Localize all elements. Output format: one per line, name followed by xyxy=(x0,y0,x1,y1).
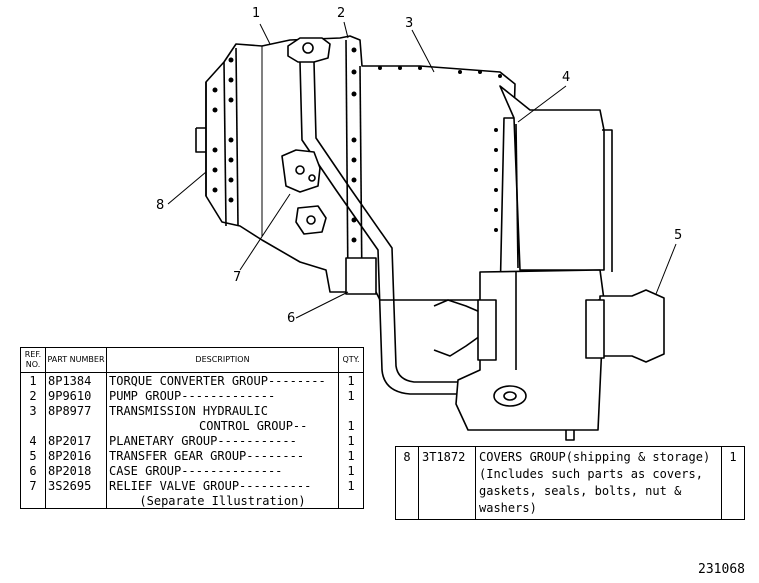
ref-cell xyxy=(20,493,46,509)
parts-table: REF. NO. PART NUMBER DESCRIPTION QTY. 1 … xyxy=(20,347,364,509)
relief-valve xyxy=(345,257,377,295)
description-cell: TRANSFER GEAR GROUP-------- xyxy=(106,448,339,463)
callout-5: 5 xyxy=(674,228,683,243)
ref-cell xyxy=(20,418,46,433)
qty-cell: 1 xyxy=(338,463,364,478)
planetary-housing xyxy=(499,85,613,272)
leader-lines xyxy=(167,21,677,319)
description-cell: TRANSMISSION HYDRAULIC xyxy=(106,403,339,418)
description-line: gaskets, seals, bolts, nut & washers) xyxy=(479,484,682,515)
header-description: DESCRIPTION xyxy=(106,347,339,373)
table-row: 7 3S2695 RELIEF VALVE GROUP---------- 1 xyxy=(20,478,364,493)
description-cell: PLANETARY GROUP----------- xyxy=(106,433,339,448)
ref-cell: 7 xyxy=(20,478,46,493)
housing-bolts xyxy=(212,47,502,263)
description-cell: RELIEF VALVE GROUP---------- xyxy=(106,478,339,493)
qty-cell xyxy=(338,403,364,418)
description-cell: (Separate Illustration) xyxy=(106,493,339,509)
qty-cell: 1 xyxy=(721,446,745,520)
part-number-cell: 8P2018 xyxy=(45,463,107,478)
description-cell: TORQUE CONVERTER GROUP-------- xyxy=(106,372,339,388)
header-ref: REF. NO. xyxy=(20,347,46,373)
description-cell: CASE GROUP-------------- xyxy=(106,463,339,478)
figure-number: 231068 xyxy=(698,562,745,577)
qty-cell: 1 xyxy=(338,372,364,388)
covers-table: 8 3T1872 COVERS GROUP(shipping & storage… xyxy=(395,446,745,520)
description-cell: COVERS GROUP(shipping & storage) (Includ… xyxy=(475,446,722,520)
description-cell: PUMP GROUP------------- xyxy=(106,388,339,403)
description-line: COVERS GROUP(shipping & storage) xyxy=(479,450,711,464)
ref-cell: 5 xyxy=(20,448,46,463)
qty-cell: 1 xyxy=(338,388,364,403)
parts-table-header: REF. NO. PART NUMBER DESCRIPTION QTY. xyxy=(20,347,364,373)
table-row: CONTROL GROUP-- 1 xyxy=(20,418,364,433)
ref-cell: 6 xyxy=(20,463,46,478)
ref-cell: 3 xyxy=(20,403,46,418)
table-row: 1 8P1384 TORQUE CONVERTER GROUP-------- … xyxy=(20,372,364,388)
description-cell: CONTROL GROUP-- xyxy=(106,418,339,433)
header-part-number: PART NUMBER xyxy=(45,347,107,373)
callout-2: 2 xyxy=(337,6,346,21)
callout-3: 3 xyxy=(405,16,414,31)
part-number-cell: 8P2017 xyxy=(45,433,107,448)
callout-1: 1 xyxy=(252,6,261,21)
part-number-cell xyxy=(45,418,107,433)
table-row: 2 9P9610 PUMP GROUP------------- 1 xyxy=(20,388,364,403)
qty-cell: 1 xyxy=(338,433,364,448)
table-row: (Separate Illustration) xyxy=(20,493,364,509)
output-yoke-right xyxy=(585,289,665,363)
qty-cell: 1 xyxy=(338,478,364,493)
table-row: 6 8P2018 CASE GROUP-------------- 1 xyxy=(20,463,364,478)
part-number-cell: 8P8977 xyxy=(45,403,107,418)
output-yoke-left xyxy=(433,299,497,361)
callout-4: 4 xyxy=(562,70,571,85)
table-row: 8 3T1872 COVERS GROUP(shipping & storage… xyxy=(395,446,745,520)
part-number-cell xyxy=(45,493,107,509)
part-number-cell: 9P9610 xyxy=(45,388,107,403)
ref-cell: 1 xyxy=(20,372,46,388)
callout-8: 8 xyxy=(156,198,165,213)
callout-7: 7 xyxy=(233,270,242,285)
part-number-cell: 8P1384 xyxy=(45,372,107,388)
part-number-cell: 3S2695 xyxy=(45,478,107,493)
qty-cell: 1 xyxy=(338,418,364,433)
table-row: 5 8P2016 TRANSFER GEAR GROUP-------- 1 xyxy=(20,448,364,463)
part-number-cell: 3T1872 xyxy=(418,446,476,520)
header-qty: QTY. xyxy=(338,347,364,373)
callout-6: 6 xyxy=(287,311,296,326)
table-row: 4 8P2017 PLANETARY GROUP----------- 1 xyxy=(20,433,364,448)
ref-cell: 4 xyxy=(20,433,46,448)
ref-cell: 2 xyxy=(20,388,46,403)
pump xyxy=(287,37,331,63)
qty-cell xyxy=(338,493,364,509)
table-row: 3 8P8977 TRANSMISSION HYDRAULIC xyxy=(20,403,364,418)
ref-cell: 8 xyxy=(395,446,419,520)
description-line: (Includes such parts as covers, xyxy=(479,467,703,481)
part-number-cell: 8P2016 xyxy=(45,448,107,463)
qty-cell: 1 xyxy=(338,448,364,463)
hydraulic-control-valve xyxy=(281,149,327,235)
oil-tube xyxy=(299,61,462,395)
